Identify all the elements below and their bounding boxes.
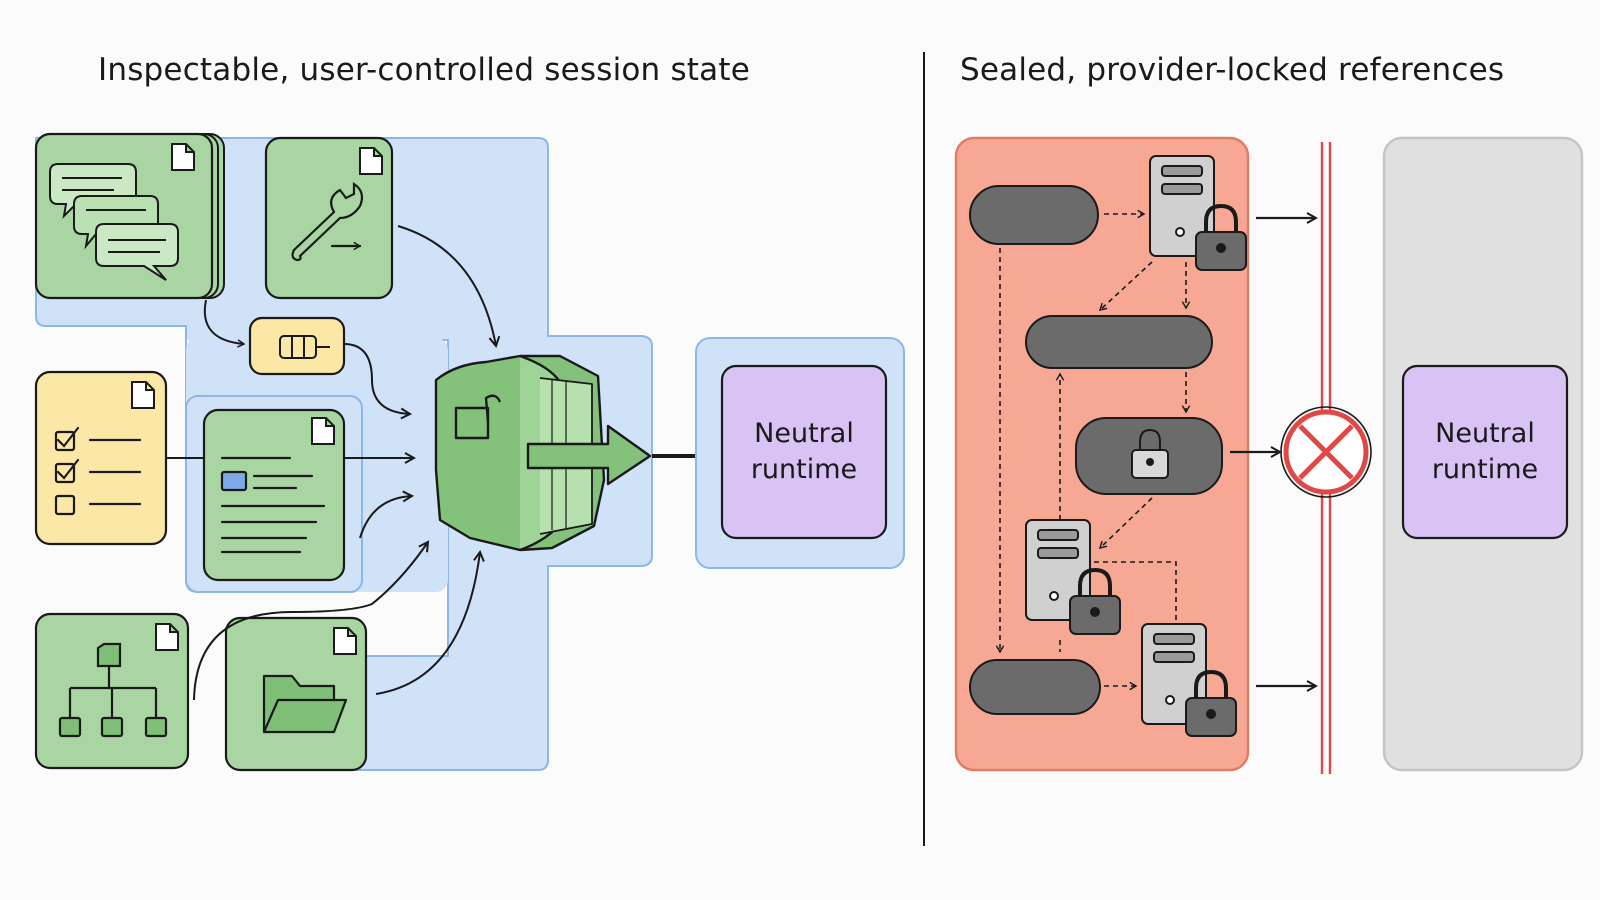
chat-history-card [34,132,225,300]
text-lines-icon [220,456,326,554]
connector-arrows [166,225,496,701]
lock-icon [1195,203,1247,271]
lock-icon [1131,428,1169,479]
document-icon [171,143,195,171]
runtime-label-right-line1: Neutral [1435,418,1535,449]
tree-card [34,612,190,770]
document-icon [311,417,335,445]
runtime-label-right: Neutral runtime [1403,416,1567,488]
document-icon [333,627,357,655]
barrier-arrows [1230,218,1316,686]
sealed-pill [969,185,1099,245]
folder-card [224,616,368,772]
document-card [202,408,346,582]
bag-icon [434,354,652,552]
checklist-card [34,370,168,546]
lock-icon [1185,669,1237,737]
folder-icon [262,674,348,734]
tree-icon [58,642,168,738]
runtime-box-right [1401,364,1569,540]
tools-card [264,136,394,300]
dashed-connectors [995,209,1191,691]
document-icon [131,381,155,409]
queue-card [248,316,346,376]
wrench-icon [291,181,364,262]
document-icon [359,147,383,175]
runtime-label-left: Neutral runtime [722,416,886,488]
sealed-pill [1025,315,1213,369]
sealed-pill [969,659,1101,715]
blocked-icon [1280,406,1372,498]
runtime-label-right-line2: runtime [1431,454,1539,485]
runtime-label-left-line1: Neutral [754,418,854,449]
checklist-icon [54,426,142,516]
runtime-label-left-line2: runtime [750,454,858,485]
left-panel-title: Inspectable, user-controlled session sta… [98,52,750,88]
runtime-box-left [720,364,888,540]
server-icon [1149,155,1215,257]
server-icon [1025,519,1091,621]
queue-icon [279,335,330,359]
document-icon [155,623,179,651]
right-panel-title: Sealed, provider-locked references [960,52,1505,88]
lock-icon [1069,567,1121,635]
chat-bubbles-icon [49,163,179,281]
